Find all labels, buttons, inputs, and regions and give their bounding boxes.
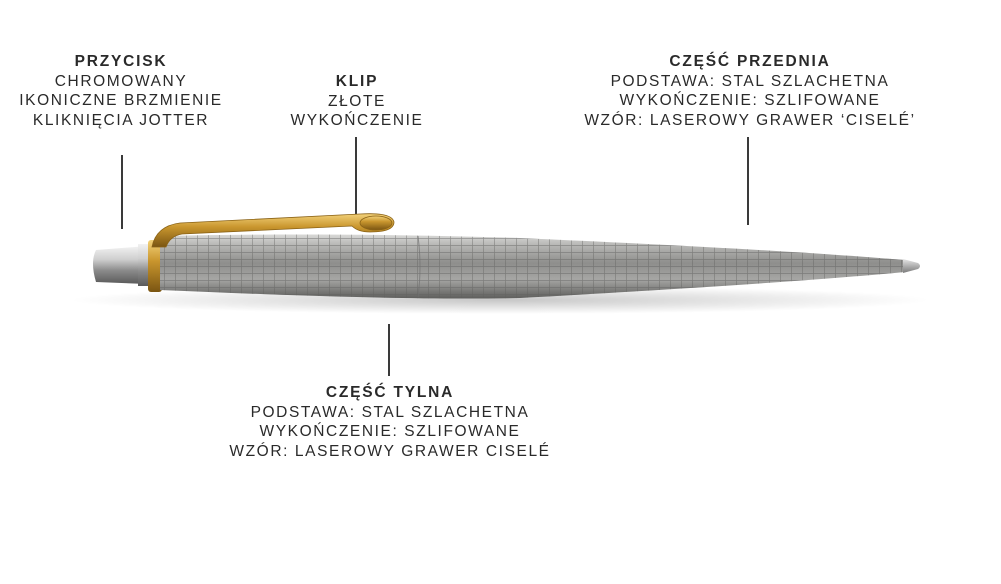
callout-back-leader (388, 324, 390, 376)
callout-clip: KLIP ZŁOTE WYKOŃCZENIE (257, 72, 457, 131)
callout-button-title: PRZYCISK (74, 53, 168, 70)
callout-front-line: WYKOŃCZENIE: SZLIFOWANE (619, 92, 881, 109)
callout-front-line: WZÓR: LASEROWY GRAWER ‘CISELÉ’ (584, 111, 916, 129)
callout-back-title: CZĘŚĆ TYLNA (325, 384, 455, 401)
pen-clip-ball (359, 215, 393, 231)
callout-front-leader (747, 137, 749, 225)
callout-back-line: WYKOŃCZENIE: SZLIFOWANE (259, 423, 521, 440)
callout-clip-leader (355, 137, 357, 214)
pen-button-band (138, 244, 150, 286)
pen-gold-ring (148, 240, 162, 292)
callout-button-line: KLIKNIĘCIA JOTTER (32, 111, 210, 129)
pen-button (93, 246, 148, 284)
callout-back-line: PODSTAWA: STAL SZLACHETNA (250, 403, 530, 421)
callout-back: CZĘŚĆ TYLNA PODSTAWA: STAL SZLACHETNA WY… (190, 383, 590, 461)
callout-clip-line: WYKOŃCZENIE (290, 112, 424, 129)
callout-button: PRZYCISK CHROMOWANY IKONICZNE BRZMIENIE … (0, 52, 242, 130)
pen-tip (903, 259, 920, 273)
pen-clip (151, 213, 395, 248)
callout-clip-title: KLIP (335, 73, 379, 90)
callout-front-line: PODSTAWA: STAL SZLACHETNA (610, 72, 890, 90)
callout-front: CZĘŚĆ PRZEDNIA PODSTAWA: STAL SZLACHETNA… (550, 52, 950, 130)
pen-seam (417, 235, 421, 298)
callout-back-line: WZÓR: LASEROWY GRAWER CISELÉ (229, 442, 551, 460)
callout-front-title: CZĘŚĆ PRZEDNIA (669, 53, 831, 70)
callout-button-line: CHROMOWANY (54, 72, 188, 90)
callout-button-line: IKONICZNE BRZMIENIE (19, 92, 223, 109)
callout-clip-line: ZŁOTE (328, 92, 386, 110)
callout-button-leader (121, 155, 123, 229)
